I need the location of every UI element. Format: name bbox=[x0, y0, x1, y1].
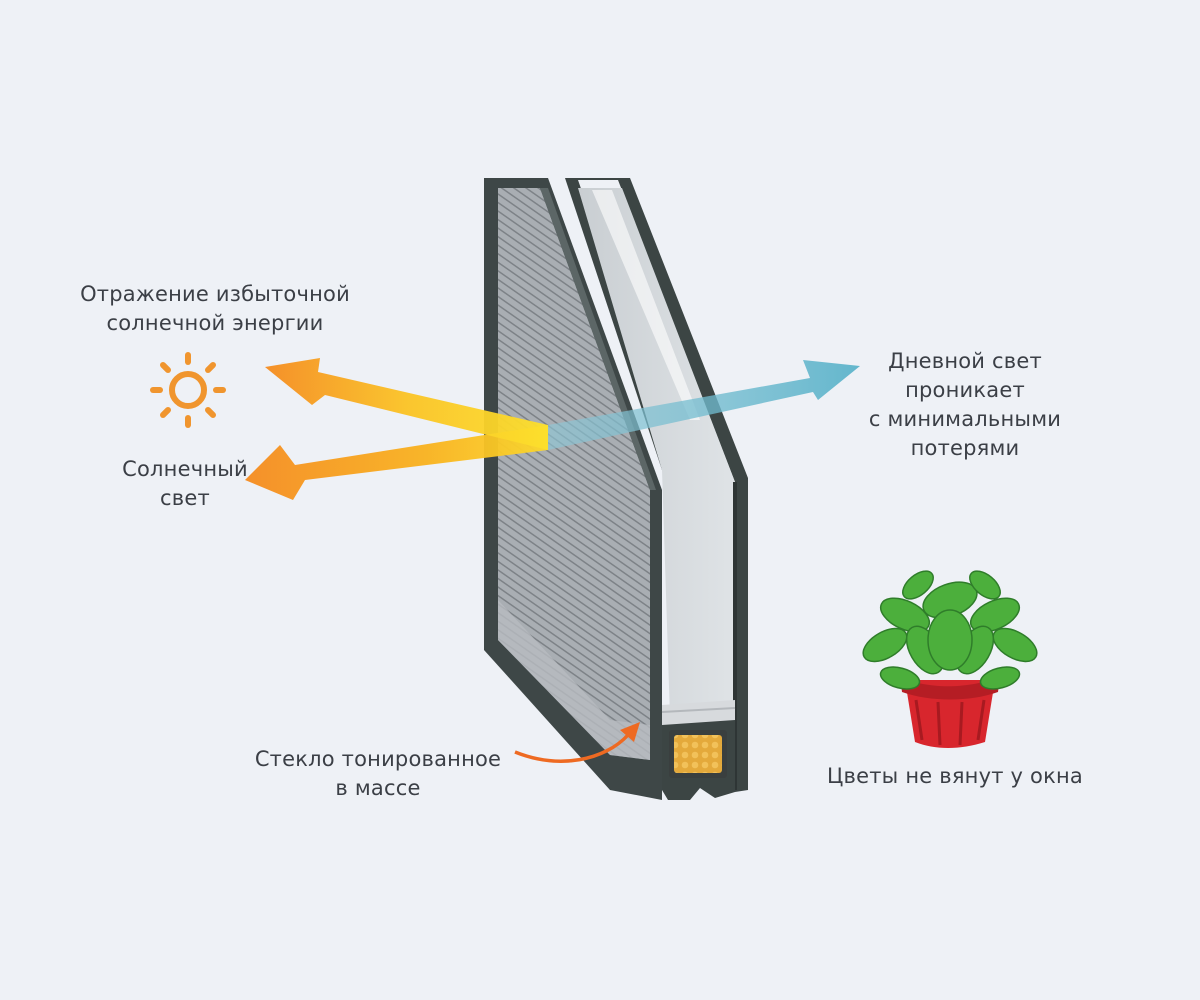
daylight-arrow bbox=[548, 360, 860, 450]
tinted-glass-label: Стекло тонированное в массе bbox=[254, 747, 502, 800]
flowers-label: Цветы не вянут у окна bbox=[827, 764, 1083, 788]
sun-icon bbox=[150, 352, 226, 428]
daylight-label: Дневной свет проникает с минимальными по… bbox=[868, 349, 1062, 460]
spacer-frame bbox=[661, 700, 736, 800]
desiccant bbox=[674, 735, 722, 773]
reflection-arrow bbox=[265, 358, 548, 450]
sunlight-arrow bbox=[245, 425, 548, 500]
sunlight-label: Солнечный свет bbox=[122, 457, 248, 510]
potted-plant-icon bbox=[862, 570, 1038, 748]
outer-glass-pane bbox=[484, 178, 662, 800]
curved-arrow-icon bbox=[514, 722, 640, 763]
reflection-label: Отражение избыточной солнечной энергии bbox=[80, 282, 350, 335]
